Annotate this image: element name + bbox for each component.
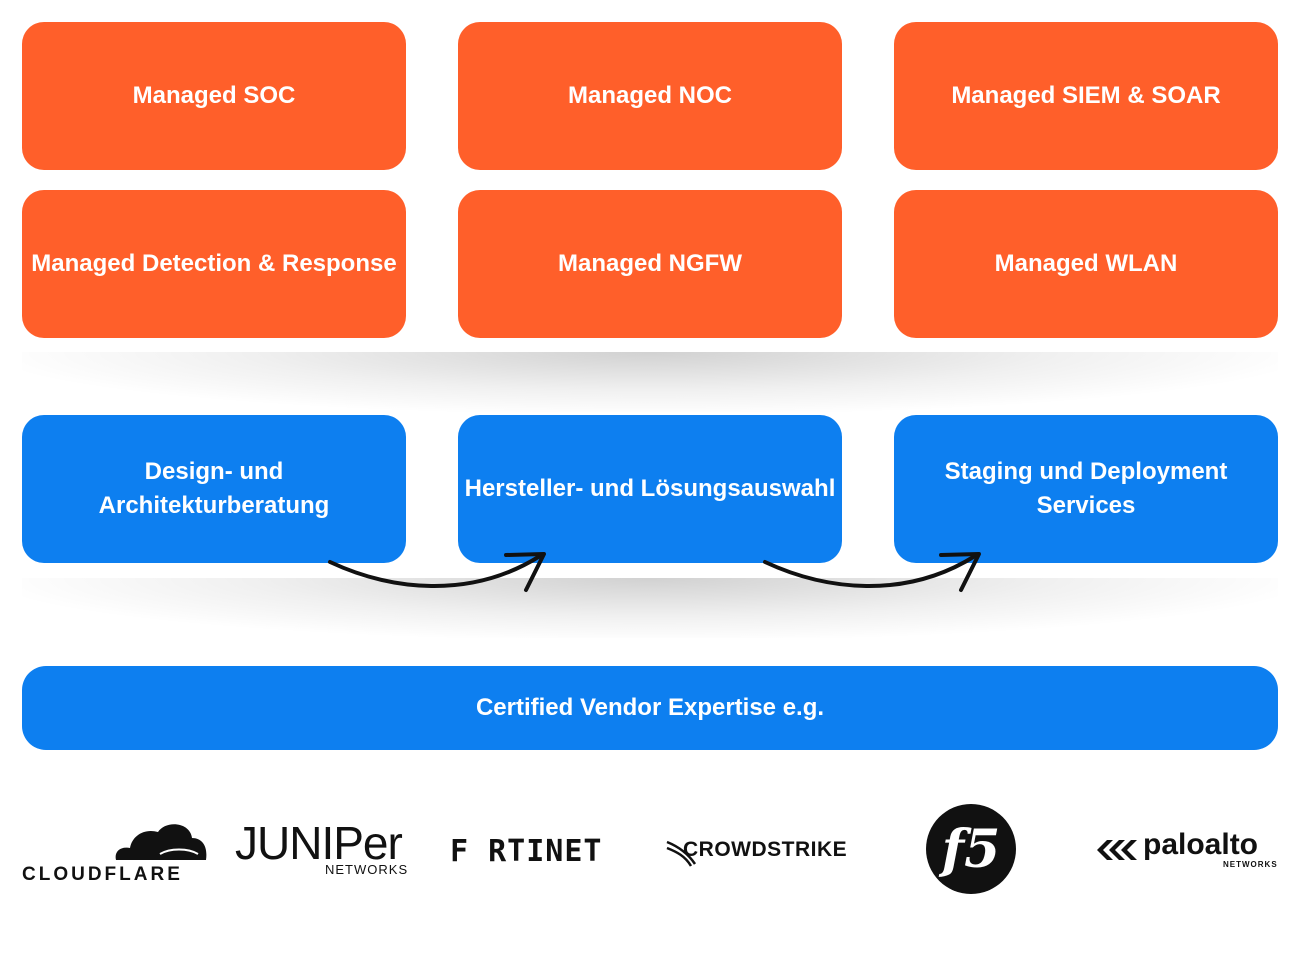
design-architecture-box: Design- und Architekturberatung: [22, 415, 406, 563]
f5-circle: f5: [926, 804, 1016, 894]
fortinet-wordmark: F RTINET: [450, 834, 603, 869]
certified-vendor-bar: Certified Vendor Expertise e.g.: [22, 666, 1278, 750]
certified-vendor-label: Certified Vendor Expertise e.g.: [475, 694, 825, 721]
f5-logo: f5: [926, 804, 1022, 900]
managed-siem-soar-label: Managed SIEM & SOAR: [951, 82, 1221, 109]
cloudflare-wordmark: CLOUDFLARE: [22, 864, 183, 885]
cloudflare-logo: CLOUDFLARE: [22, 818, 207, 888]
managed-noc-box: Managed NOC: [458, 22, 842, 170]
cloud-icon: [115, 824, 207, 860]
managed-noc-label: Managed NOC: [567, 82, 732, 109]
crowdstrike-wordmark: CROWDSTRIKE: [683, 838, 848, 861]
juniper-wordmark: JUNIPer: [235, 817, 403, 869]
paloalto-logo: paloalto NETWORKS: [1095, 828, 1280, 874]
managed-mdr-box: Managed Detection & Response: [22, 190, 406, 338]
vendor-selection-box: Hersteller- und Lösungsauswahl: [458, 415, 842, 563]
managed-ngfw-box: Managed NGFW: [458, 190, 842, 338]
staging-deployment-label: Staging und Deployment Services: [944, 458, 1228, 519]
juniper-logo: JUNIPer NETWORKS: [235, 820, 425, 880]
managed-wlan-box: Managed WLAN: [894, 190, 1278, 338]
juniper-networks-label: NETWORKS: [325, 862, 409, 877]
fortinet-logo: F RTINET: [450, 834, 640, 869]
divider-shadow-top: [22, 352, 1278, 412]
paloalto-networks-label: NETWORKS: [1223, 860, 1278, 869]
managed-siem-soar-box: Managed SIEM & SOAR: [894, 22, 1278, 170]
managed-soc-label: Managed SOC: [132, 82, 296, 109]
design-architecture-label: Design- und Architekturberatung: [98, 458, 330, 519]
staging-deployment-box: Staging und Deployment Services: [894, 415, 1278, 563]
vendor-selection-label: Hersteller- und Lösungsauswahl: [464, 475, 836, 502]
managed-soc-box: Managed SOC: [22, 22, 406, 170]
managed-wlan-label: Managed WLAN: [994, 250, 1178, 277]
paloalto-wordmark: paloalto: [1143, 828, 1259, 861]
falcon-icon: [666, 840, 697, 867]
f5-wordmark: f5: [941, 818, 1001, 880]
managed-mdr-label: Managed Detection & Response: [31, 250, 397, 277]
managed-ngfw-label: Managed NGFW: [558, 250, 742, 277]
crowdstrike-logo: CROWDSTRIKE: [665, 836, 855, 872]
paloalto-mark-icon: [1097, 840, 1137, 860]
divider-shadow-bottom: [22, 578, 1278, 638]
